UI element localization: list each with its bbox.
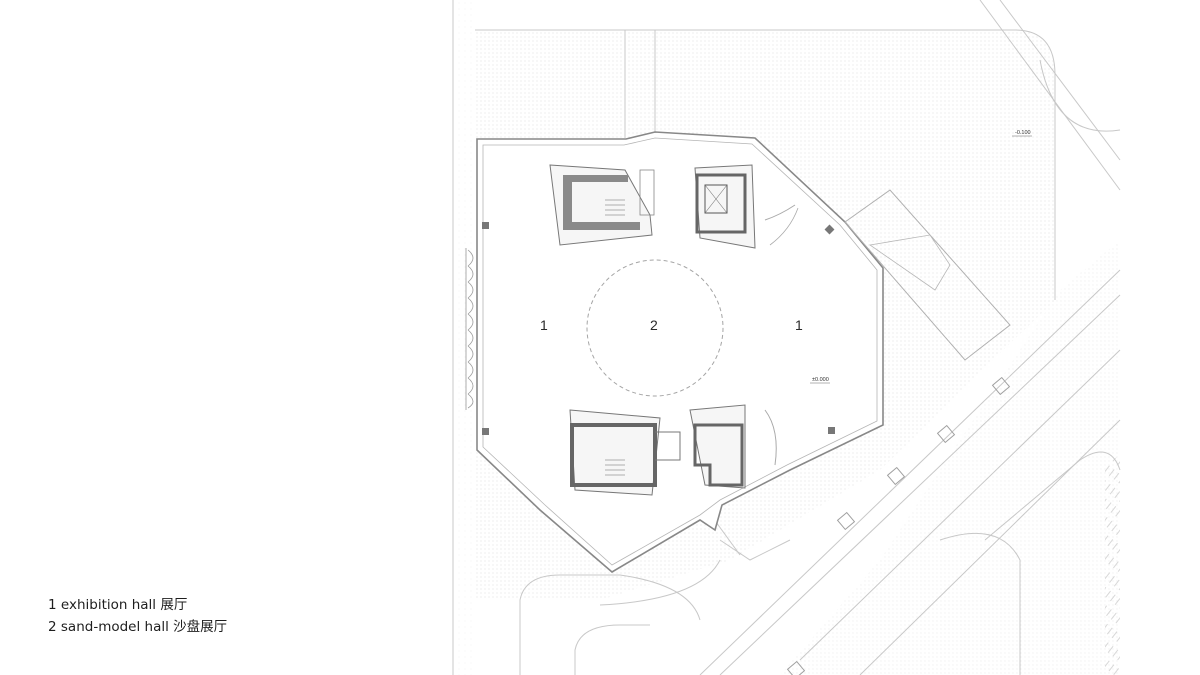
plan-legend: 1 exhibition hall 展厅 2 sand-model hall 沙… — [48, 594, 227, 638]
site-roads — [452, 0, 1121, 675]
legend-number: 1 — [48, 597, 57, 613]
sand-model-area — [586, 259, 724, 397]
core-northeast — [694, 164, 799, 249]
core-northwest — [549, 164, 655, 246]
west-facade-arcs — [465, 248, 474, 410]
room-label-sand-model: 2 — [650, 317, 658, 333]
level-mark-exterior: -0.100 — [1015, 130, 1031, 136]
legend-item-sand-model-hall: 2 sand-model hall 沙盘展厅 — [48, 616, 227, 638]
room-label-exhibition-east: 1 — [795, 317, 803, 333]
legend-number: 2 — [48, 619, 57, 635]
legend-text: sand-model hall 沙盘展厅 — [60, 619, 228, 635]
level-mark-floor: ±0.000 — [812, 377, 829, 383]
legend-item-exhibition-hall: 1 exhibition hall 展厅 — [48, 594, 227, 616]
room-label-exhibition-west: 1 — [540, 317, 548, 333]
core-southwest — [569, 409, 681, 496]
legend-text: exhibition hall 展厅 — [60, 597, 188, 613]
columns — [482, 222, 835, 435]
core-southeast — [689, 404, 777, 489]
